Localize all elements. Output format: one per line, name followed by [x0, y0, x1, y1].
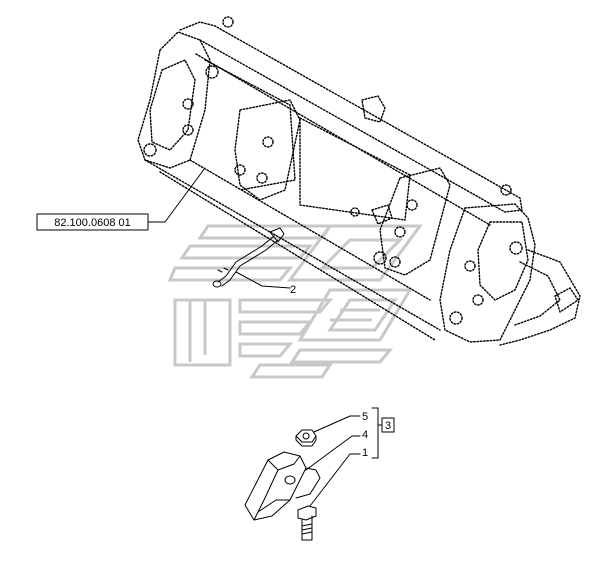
tooth-leader-line: [305, 435, 361, 471]
callout-item-2[interactable]: 2: [290, 284, 296, 296]
callout-item-1[interactable]: 1: [362, 447, 368, 459]
nut-leader-line: [313, 415, 361, 433]
bolt-icon: [297, 505, 317, 541]
callout-item-5[interactable]: 5: [362, 411, 368, 423]
assembly-leader-line: [147, 167, 206, 223]
bolt-leader-line: [309, 453, 361, 507]
assembly-ref-label: 82.100.0608 01: [54, 217, 130, 229]
pipe-leader-line: [235, 271, 291, 289]
callout-item-4[interactable]: 4: [362, 429, 368, 441]
callout-kit-3: 3: [385, 420, 391, 432]
nut-icon: [295, 429, 317, 447]
watermark-logo: [167, 224, 423, 379]
assembly-ref-callout[interactable]: 82.100.0608 01: [36, 213, 149, 231]
loader-bucket-frame: [137, 16, 581, 346]
group-bracket: [371, 407, 383, 459]
bucket-tooth-icon: [244, 451, 321, 521]
hydraulic-pipe-icon: [212, 227, 285, 288]
kit-callout-box[interactable]: 3: [381, 417, 395, 433]
